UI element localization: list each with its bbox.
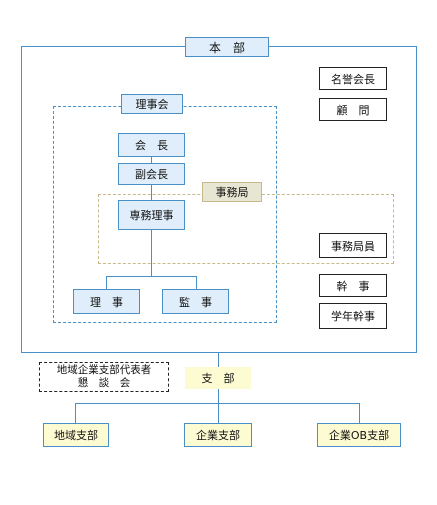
rijikai-title: 理事会	[121, 94, 183, 114]
connector-to-kigyo	[218, 403, 219, 423]
connector-to-kigyo-ob	[359, 403, 360, 423]
connector-senmu-down	[151, 230, 152, 276]
connector-to-chiiki	[75, 403, 76, 423]
connector-honbu-shibu	[218, 353, 219, 367]
meiyo-kaicho-box: 名誉会長	[319, 67, 387, 90]
connector-to-kanji	[196, 276, 197, 289]
jimukyoku-label: 事務局	[202, 182, 262, 202]
shibu-label: 支 部	[185, 367, 251, 389]
connector-to-riji	[106, 276, 107, 289]
kondankai-line1: 地域企業支部代表者	[56, 364, 152, 376]
komon-box: 顧 問	[319, 98, 387, 121]
connector-kaicho-fuku	[151, 157, 152, 164]
connector-branches-horizontal	[75, 403, 359, 404]
branch-kigyo: 企業支部	[184, 423, 252, 447]
fuku-kaicho-box: 副会長	[118, 163, 185, 185]
branch-chiiki: 地域支部	[43, 423, 109, 447]
connector-fuku-senmu	[151, 185, 152, 200]
kaicho-box: 会 長	[118, 133, 185, 157]
kondankai-box: 地域企業支部代表者 懇 談 会	[39, 362, 169, 392]
branch-kigyo-ob: 企業OB支部	[317, 423, 401, 447]
riji-box: 理 事	[73, 289, 140, 314]
connector-shibu-down	[218, 389, 219, 403]
jimukyoku-in-box: 事務局員	[319, 233, 387, 258]
senmu-riji-box: 専務理事	[118, 200, 185, 230]
gakunen-kanji-box: 学年幹事	[319, 303, 387, 329]
kanji-side-box: 幹 事	[319, 274, 387, 297]
connector-riji-kanji-horizontal	[106, 276, 196, 277]
kanji-box: 監 事	[162, 289, 229, 314]
kondankai-line2: 懇 談 会	[77, 377, 131, 389]
honbu-label: 本 部	[185, 37, 269, 57]
